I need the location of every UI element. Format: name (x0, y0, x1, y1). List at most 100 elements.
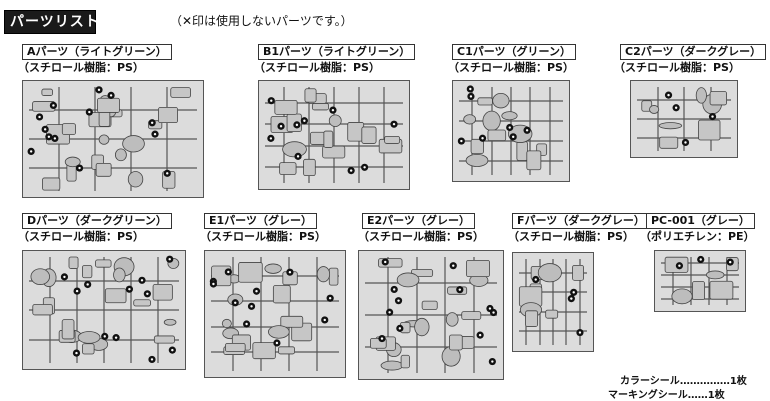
sprue-d-drawing (29, 255, 180, 364)
part-number-marker-center (63, 275, 66, 279)
sprue-c1 (452, 80, 570, 182)
part-number-marker-center (492, 311, 495, 314)
part-shape (466, 259, 490, 278)
part-shape (537, 263, 562, 283)
part-number-marker-center (75, 289, 79, 293)
sprue-b1 (258, 80, 410, 190)
part-shape (113, 267, 126, 283)
part-number-marker-center (75, 351, 78, 355)
unused-parts-note: （✕印は使用しないパーツです。） (170, 14, 353, 28)
part-number-marker-center (53, 137, 57, 140)
part-shape (545, 309, 559, 319)
sprue-a (22, 80, 204, 198)
part-number-marker-center (128, 287, 131, 291)
part-number-marker-center (699, 258, 702, 261)
part-number-marker-center (38, 115, 41, 119)
part-shape (122, 135, 145, 153)
part-shape (104, 288, 127, 304)
part-shape (526, 150, 542, 171)
part-shape (421, 300, 438, 310)
part-number-marker-center (525, 129, 529, 132)
part-shape (238, 262, 263, 283)
group-label-f: Fパーツ（ダークグレー） (512, 213, 650, 229)
part-number-marker-center (234, 301, 237, 304)
part-number-marker-center (88, 110, 91, 114)
part-number-marker-center (171, 348, 174, 352)
part-shape (322, 145, 346, 159)
part-number-marker-center (255, 290, 258, 293)
part-number-marker-center (270, 99, 273, 102)
sprue-e2 (358, 250, 504, 380)
part-shape (264, 263, 282, 274)
group-material-d: （スチロール樹脂：PS） (18, 230, 144, 243)
group-label-d: Dパーツ（ダークグリーン） (22, 213, 172, 229)
part-shape (114, 148, 127, 162)
part-number-marker-center (288, 270, 292, 274)
part-number-marker-center (245, 322, 248, 326)
group-material-c2: （スチロール樹脂：PS） (614, 61, 740, 74)
part-shape (328, 114, 342, 127)
part-shape (42, 177, 61, 191)
sprue-c2-drawing (637, 87, 731, 151)
title-box (4, 10, 96, 34)
group-label-e2: E2パーツ（グレー） (362, 213, 475, 229)
sprue-c1-drawing (457, 85, 563, 175)
part-number-marker-center (393, 288, 396, 291)
part-shape (61, 319, 75, 340)
part-number-marker-center (728, 260, 732, 264)
sprue-f (512, 252, 594, 352)
part-shape (649, 105, 660, 114)
part-shape (152, 284, 173, 301)
part-number-marker-center (109, 94, 113, 97)
sticker-line-color: カラーシール……………1枚 (620, 372, 747, 387)
group-label-a: Aパーツ（ライトグリーン） (22, 44, 172, 60)
group-material-e2: （スチロール樹脂：PS） (358, 230, 484, 243)
part-shape (482, 110, 501, 132)
part-shape (278, 346, 296, 355)
part-number-marker-center (153, 132, 157, 136)
sprue-b1-drawing (265, 87, 403, 183)
part-shape (659, 136, 679, 149)
part-number-marker-center (678, 264, 681, 267)
part-shape (61, 123, 76, 136)
part-shape (316, 266, 331, 283)
part-number-marker-center (331, 108, 335, 112)
part-number-marker-center (323, 318, 326, 322)
part-number-marker-center (478, 333, 482, 337)
sprue-d (22, 250, 186, 370)
part-number-marker-center (150, 121, 154, 124)
part-shape (709, 91, 727, 106)
part-number-marker-center (452, 264, 455, 267)
part-shape (525, 310, 539, 327)
part-number-marker-center (47, 135, 51, 139)
part-shape (501, 111, 518, 121)
part-number-marker-center (150, 358, 154, 361)
part-number-marker-center (460, 139, 463, 143)
part-shape (698, 119, 721, 141)
part-shape (449, 334, 463, 351)
part-shape (328, 267, 339, 286)
part-number-marker-center (168, 257, 171, 261)
group-material-a: （スチロール樹脂：PS） (18, 61, 144, 74)
part-number-marker-center (469, 87, 472, 91)
part-shape (95, 259, 112, 268)
part-number-marker-center (86, 283, 89, 286)
part-number-marker-center (570, 297, 573, 300)
part-shape (465, 153, 489, 167)
part-shape (516, 141, 528, 161)
part-shape (221, 318, 232, 328)
part-shape (32, 304, 53, 316)
part-number-marker-center (114, 336, 118, 339)
part-shape (463, 114, 477, 125)
part-number-marker-center (78, 166, 81, 170)
part-shape (658, 122, 683, 130)
part-shape (225, 342, 246, 353)
part-number-marker-center (275, 341, 279, 345)
part-shape (163, 318, 177, 326)
part-shape (477, 97, 493, 106)
part-number-marker-center (384, 260, 387, 264)
part-shape (461, 311, 482, 320)
sprue-e1 (204, 250, 346, 378)
part-shape (98, 134, 110, 145)
part-number-marker-center (684, 141, 687, 144)
